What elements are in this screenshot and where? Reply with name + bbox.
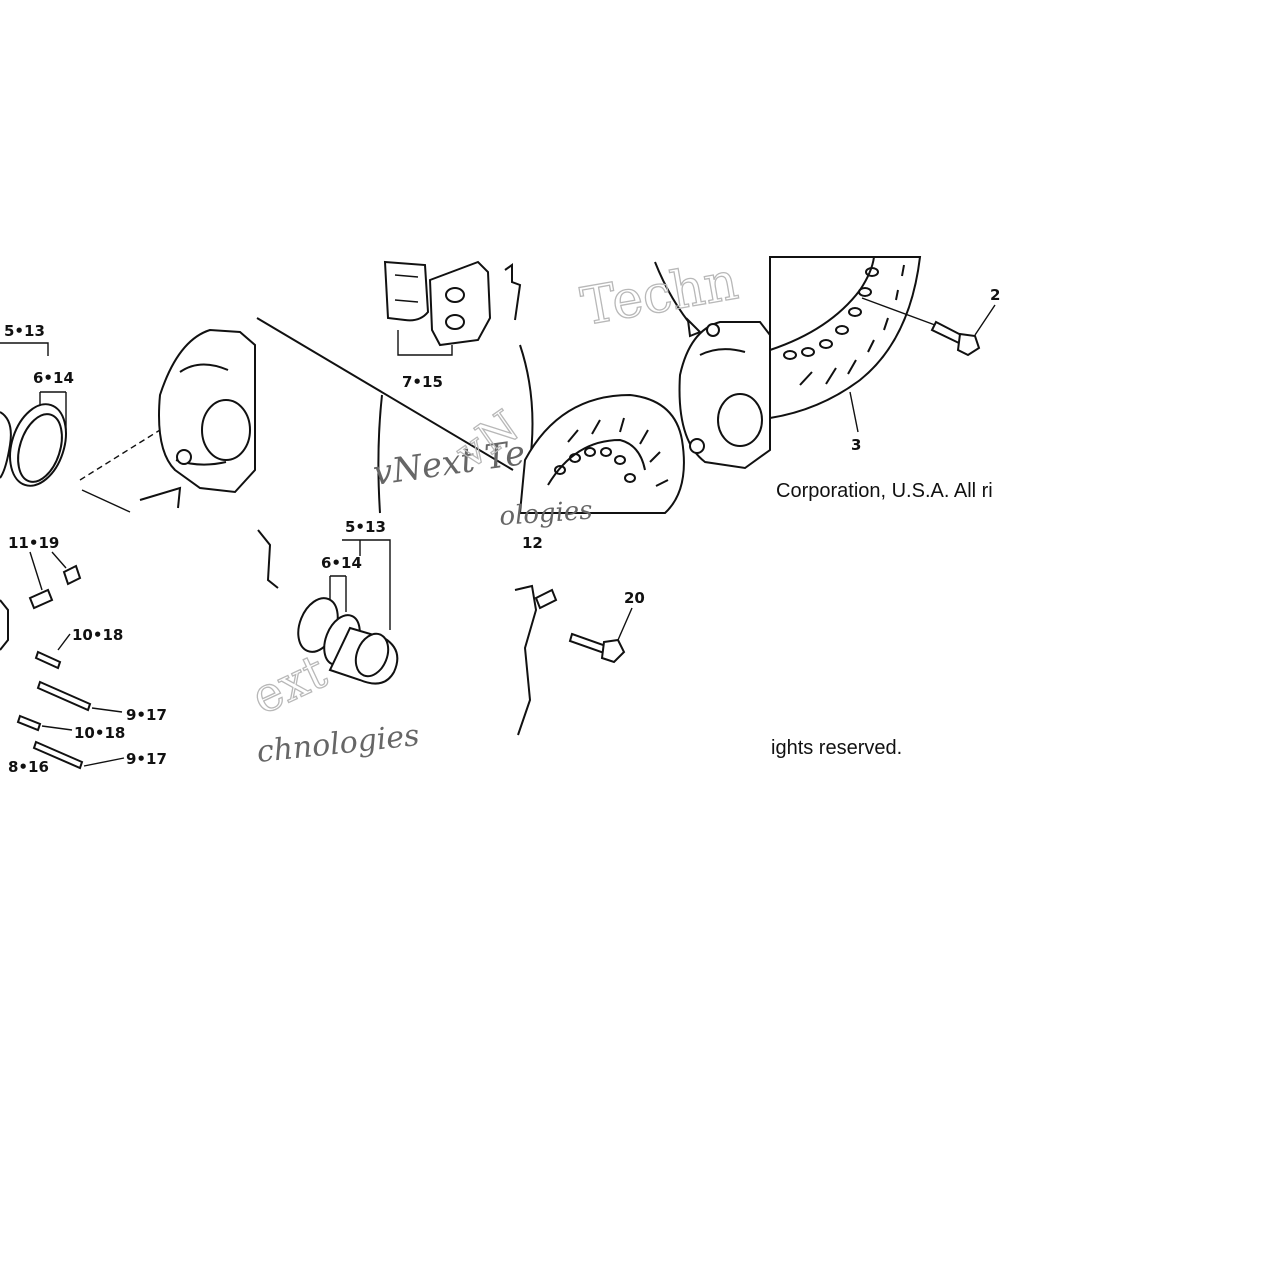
caliper-edge-left bbox=[0, 599, 9, 651]
front-caliper-bore bbox=[717, 393, 763, 447]
caliper-bore bbox=[201, 399, 251, 461]
tile-rotor-bolt: 2 3 bbox=[769, 256, 1000, 454]
rotor-holes-upper bbox=[783, 264, 905, 386]
diagonal-line bbox=[256, 317, 514, 471]
caliper-rib bbox=[699, 348, 746, 356]
watermark-ologies: ologies bbox=[498, 496, 593, 532]
brake-pad-right bbox=[428, 260, 492, 347]
leader-10-18-b bbox=[41, 725, 73, 731]
callout-5-13-b: 5•13 bbox=[345, 518, 386, 536]
tile-piston-set: 5•13 6•14 ext chnologies bbox=[243, 518, 421, 770]
bracket-fragment bbox=[139, 486, 182, 509]
tile-brake-pads: 7•15 vNext Te vN bbox=[256, 260, 529, 514]
leader-5-13-b bbox=[342, 539, 391, 630]
copyright-line-1: Corporation, U.S.A. All ri bbox=[776, 480, 993, 502]
brake-pad-left bbox=[383, 260, 430, 322]
watermark-chnologies: chnologies bbox=[255, 718, 421, 770]
leader-3 bbox=[849, 391, 859, 433]
callout-10-18-b: 10•18 bbox=[74, 724, 125, 742]
caliper-lower-hole bbox=[689, 438, 705, 454]
pad-pin-clip-b bbox=[16, 714, 42, 732]
tile-rotor-caliper: Techn ologies bbox=[498, 251, 771, 532]
leader-9-17-b bbox=[83, 757, 125, 767]
pad-pin-a bbox=[36, 680, 92, 712]
callout-3: 3 bbox=[851, 436, 861, 454]
callout-9-17-a: 9•17 bbox=[126, 706, 167, 724]
pad-hole-top bbox=[445, 287, 465, 303]
callout-20: 20 bbox=[624, 589, 645, 607]
tile-caliper-seals: 5•13 6•14 bbox=[0, 322, 256, 513]
mount-bolt-head bbox=[600, 638, 626, 664]
centerline-b bbox=[81, 489, 131, 513]
leader-11-19 bbox=[29, 551, 67, 591]
pad-hole-bottom bbox=[445, 314, 465, 330]
leader-7-15 bbox=[397, 330, 453, 356]
pad-pin-b bbox=[32, 740, 84, 770]
watermark-ext: ext bbox=[243, 644, 334, 726]
caliper-mount-hole bbox=[176, 449, 192, 465]
tile-pins-screws: 11•19 10•18 9•17 10•18 9•17 8•16 bbox=[0, 534, 167, 776]
callout-8-16: 8•16 bbox=[8, 758, 49, 776]
tile-mount-bolt: 12 20 bbox=[514, 534, 645, 736]
leader-6-14-b bbox=[329, 575, 347, 612]
arrow-head bbox=[686, 317, 702, 338]
callout-12: 12 bbox=[522, 534, 543, 552]
leader-5-13-a bbox=[0, 342, 49, 356]
callout-10-18-a: 10•18 bbox=[72, 626, 123, 644]
callout-6-14-a: 6•14 bbox=[33, 369, 74, 387]
callout-2: 2 bbox=[990, 286, 1000, 304]
blank-tile bbox=[770, 513, 1285, 770]
rotor-inner-ring bbox=[547, 438, 646, 486]
piston-face bbox=[354, 632, 390, 678]
bleed-screw bbox=[706, 323, 720, 337]
leader-6-14-a bbox=[39, 391, 67, 430]
centerline-a bbox=[79, 429, 161, 481]
leader-2 bbox=[974, 304, 996, 336]
rotor-holes-lower bbox=[554, 417, 669, 487]
partial-ring bbox=[0, 411, 12, 479]
caliper-side-fragment bbox=[514, 584, 538, 736]
leader-20 bbox=[617, 607, 633, 641]
pad-left-lines bbox=[394, 274, 419, 303]
callout-5-13-a: 5•13 bbox=[4, 322, 45, 340]
brake-rotor-upper bbox=[769, 256, 922, 420]
copyright-line-2: ights reserved. bbox=[771, 737, 903, 759]
mount-bolt-shank bbox=[568, 632, 608, 655]
callout-6-14-b: 6•14 bbox=[321, 554, 362, 572]
caliper-fragment-b bbox=[257, 529, 279, 589]
callout-7-15: 7•15 bbox=[402, 373, 443, 391]
pad-pin-clip-a bbox=[34, 650, 62, 670]
rotor-edge bbox=[377, 394, 383, 514]
leader-bolt-2 bbox=[861, 297, 936, 326]
dust-seal bbox=[17, 413, 63, 483]
callout-9-17-b: 9•17 bbox=[126, 750, 167, 768]
rotor-bolt-head bbox=[956, 332, 981, 357]
callout-11-19: 11•19 bbox=[8, 534, 59, 552]
bleed-cap bbox=[62, 564, 82, 586]
banjo-bolt bbox=[534, 588, 558, 610]
leader-10-18-a bbox=[57, 633, 71, 651]
hose-fitting bbox=[504, 263, 522, 321]
leader-9-17-a bbox=[91, 707, 123, 713]
bleed-screw-a bbox=[28, 588, 54, 610]
